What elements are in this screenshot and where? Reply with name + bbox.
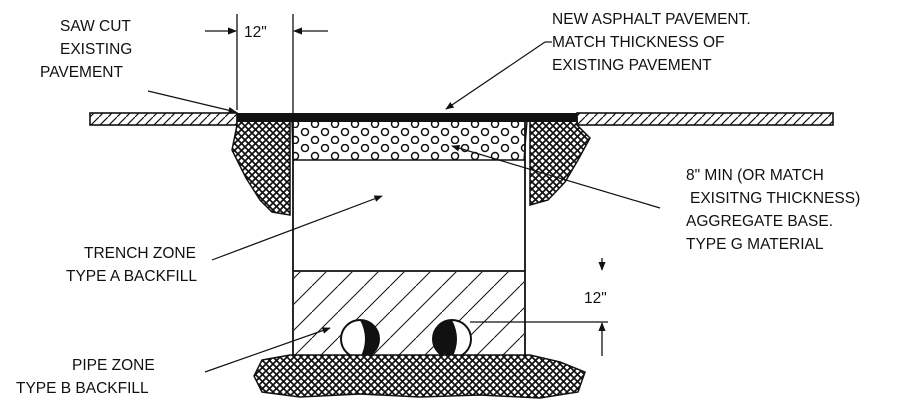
dimension-top-offset-label: 12" (244, 24, 267, 41)
dimension-pipe-cover (470, 258, 608, 356)
trench-wall-soil (231, 117, 591, 216)
saw-cut-label: SAW CUT EXISTING PAVEMENT (40, 18, 137, 81)
dimension-pipe-cover-label: 12" (584, 290, 607, 307)
trench-bottom-soil (253, 354, 586, 399)
pipe-zone-label: PIPE ZONE TYPE B BACKFILL (16, 357, 159, 397)
aggregate-base-layer (291, 120, 528, 161)
pipe-right (432, 319, 472, 359)
existing-pavement (89, 112, 834, 126)
trench-zone-label: TRENCH ZONE TYPE A BACKFILL (66, 245, 200, 285)
new-asphalt-label: NEW ASPHALT PAVEMENT. MATCH THICKNESS OF… (552, 11, 755, 74)
callout-leaders (147, 41, 661, 373)
pipe-left (340, 319, 380, 359)
new-asphalt-pavement (237, 113, 577, 122)
dimension-top-offset (205, 14, 328, 118)
trench-walls (292, 121, 526, 360)
pipe-zone-backfill (294, 272, 524, 360)
aggregate-base-label: 8" MIN (OR MATCH EXISITNG THICKNESS) AGG… (686, 167, 865, 253)
